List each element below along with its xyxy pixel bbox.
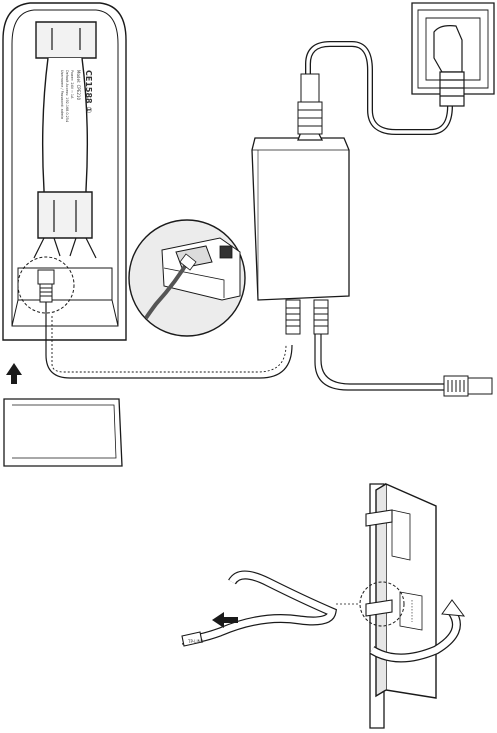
port-detail-inset — [129, 220, 245, 336]
cable-tie — [182, 575, 332, 646]
poe-power-plug — [298, 74, 322, 134]
lan-cable — [321, 334, 444, 384]
device-rj45-plug — [38, 270, 54, 302]
device-spec-line: Username / Password: admin — [60, 70, 64, 119]
lan-rj45-plug — [444, 376, 492, 396]
device-cover — [4, 399, 122, 466]
cable-tie-tag: TP-LINK — [187, 639, 204, 644]
poe-output-plugs — [286, 300, 328, 334]
device-brand-line: CE1588 ① — [84, 70, 93, 113]
poe-injector — [252, 132, 349, 300]
device-model-line: Model: CPE210 — [76, 70, 81, 100]
device-spec-line: Power: 24V ⎓ 1A — [70, 70, 74, 99]
cpe-device — [3, 3, 126, 340]
device-spec-line: Default Access: 192.168.0.254 — [65, 70, 69, 122]
up-arrow-icon — [6, 363, 22, 384]
